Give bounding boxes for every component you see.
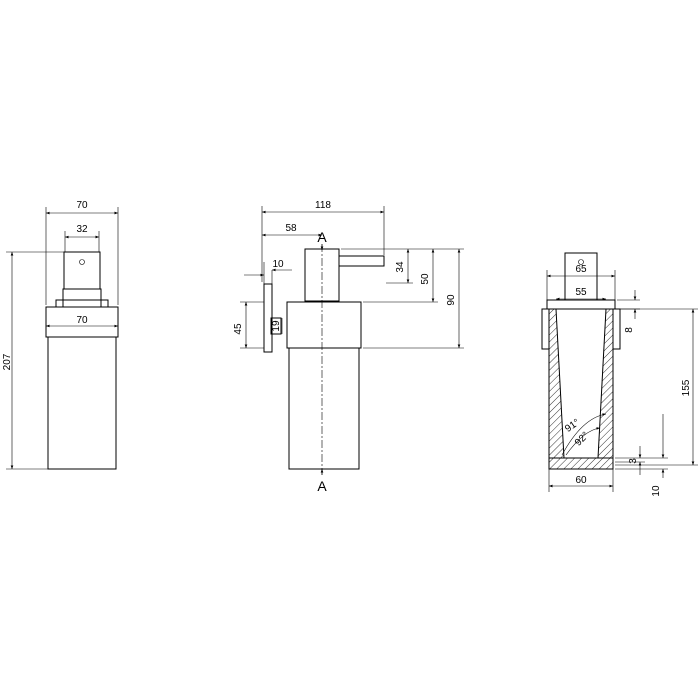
section-dim-height-label: 155	[681, 379, 692, 396]
side-dim-pump-height-label: 50	[420, 273, 431, 285]
section-view: 91° 92° 65 55 8 155	[541, 252, 698, 497]
side-dim-45: 45	[233, 301, 264, 349]
front-dim-height-label: 207	[2, 353, 13, 370]
section-dim-top-inner-label: 55	[575, 287, 587, 298]
section-dim-60: 60	[548, 469, 614, 492]
front-view: 70 32 70 207	[2, 200, 119, 470]
section-dim-rim-label: 8	[624, 327, 635, 333]
side-dim-spout-label: 58	[285, 223, 297, 234]
side-view-outline	[263, 244, 385, 475]
section-dim-10: 10	[615, 414, 668, 497]
front-dim-32: 32	[64, 224, 100, 252]
side-dim-spout-height-label: 34	[395, 261, 406, 273]
front-dim-top-width-label: 70	[76, 200, 88, 211]
front-dim-207: 207	[2, 251, 64, 470]
front-view-outline	[45, 251, 119, 470]
side-dim-19: 19	[271, 318, 283, 334]
side-dim-plate-small-label: 19	[271, 320, 282, 332]
section-dim-base-width-label: 60	[575, 475, 587, 486]
front-dim-head-width-label: 32	[76, 224, 88, 235]
side-dim-58: 58	[262, 223, 322, 237]
section-label-bottom: A	[317, 478, 327, 494]
front-dim-70-top: 70	[45, 200, 119, 305]
section-dim-3: 3	[615, 446, 645, 475]
section-dim-top-outer-label: 65	[575, 264, 587, 275]
side-dim-90: 90	[363, 248, 464, 349]
side-dim-total-width-label: 118	[315, 200, 331, 211]
side-view: A A 118 58 10 45	[233, 200, 464, 494]
side-dim-50: 50	[363, 248, 438, 303]
section-angle-outer-label: 91°	[563, 417, 582, 435]
side-dim-34: 34	[341, 248, 413, 284]
side-dim-plate-height-label: 45	[233, 323, 244, 335]
section-label-top: A	[317, 229, 327, 245]
section-dim-55: 55	[556, 287, 606, 301]
section-angle-inner-label: 92°	[573, 430, 591, 448]
section-dim-65: 65	[546, 264, 616, 300]
front-dim-mid-width-label: 70	[76, 315, 88, 326]
section-dim-base-label: 10	[651, 485, 662, 497]
section-dim-155: 155	[615, 308, 698, 466]
section-dim-floor-label: 3	[628, 458, 639, 464]
front-dim-70-mid: 70	[46, 315, 118, 328]
side-dim-cup-height-label: 90	[446, 294, 457, 306]
side-dim-118: 118	[261, 200, 385, 282]
side-dim-10: 10	[244, 259, 292, 284]
side-dim-wall-plate-label: 10	[272, 259, 284, 270]
